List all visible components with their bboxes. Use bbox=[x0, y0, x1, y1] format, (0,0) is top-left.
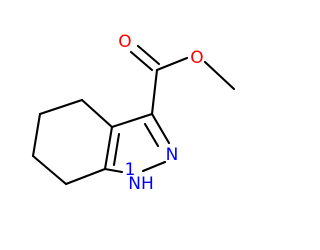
bond-c6-c7 bbox=[31, 154, 68, 186]
bond-c3a-c7a bbox=[103, 125, 114, 171]
bond-c7-c7a bbox=[64, 167, 107, 186]
bond-carbonyl-double-2 bbox=[136, 44, 161, 66]
oxygen-ester-label: O bbox=[190, 48, 203, 68]
bond-c3-n2-inner bbox=[143, 122, 160, 148]
bond-c3-n2 bbox=[150, 112, 171, 145]
bond-n2-n1 bbox=[141, 160, 167, 173]
bond-c3a-c3 bbox=[110, 112, 154, 129]
bond-c3a-c4 bbox=[80, 98, 114, 129]
bond-n1-c7a bbox=[103, 167, 124, 174]
nitrogen-1-locant: 1 bbox=[125, 160, 136, 180]
bond-c4-c5 bbox=[38, 98, 84, 116]
bond-carbonyl-c-o-ester bbox=[155, 56, 189, 72]
oxygen-carbonyl-label: O bbox=[118, 32, 131, 52]
nitrogen-2-label: N bbox=[166, 145, 179, 165]
bond-c3a-c7a-inner bbox=[112, 132, 121, 167]
bond-c3-carbonyl-c bbox=[150, 68, 159, 116]
bond-o-ester-methyl bbox=[203, 60, 236, 91]
structure-canvas: O O N NH 1 bbox=[31, 32, 236, 194]
nitrogen-1-label: NH bbox=[128, 174, 154, 194]
bond-carbonyl-double-1 bbox=[129, 50, 154, 72]
molecule-diagram: O O N NH 1 bbox=[31, 32, 236, 194]
bond-c5-c6 bbox=[31, 112, 42, 158]
